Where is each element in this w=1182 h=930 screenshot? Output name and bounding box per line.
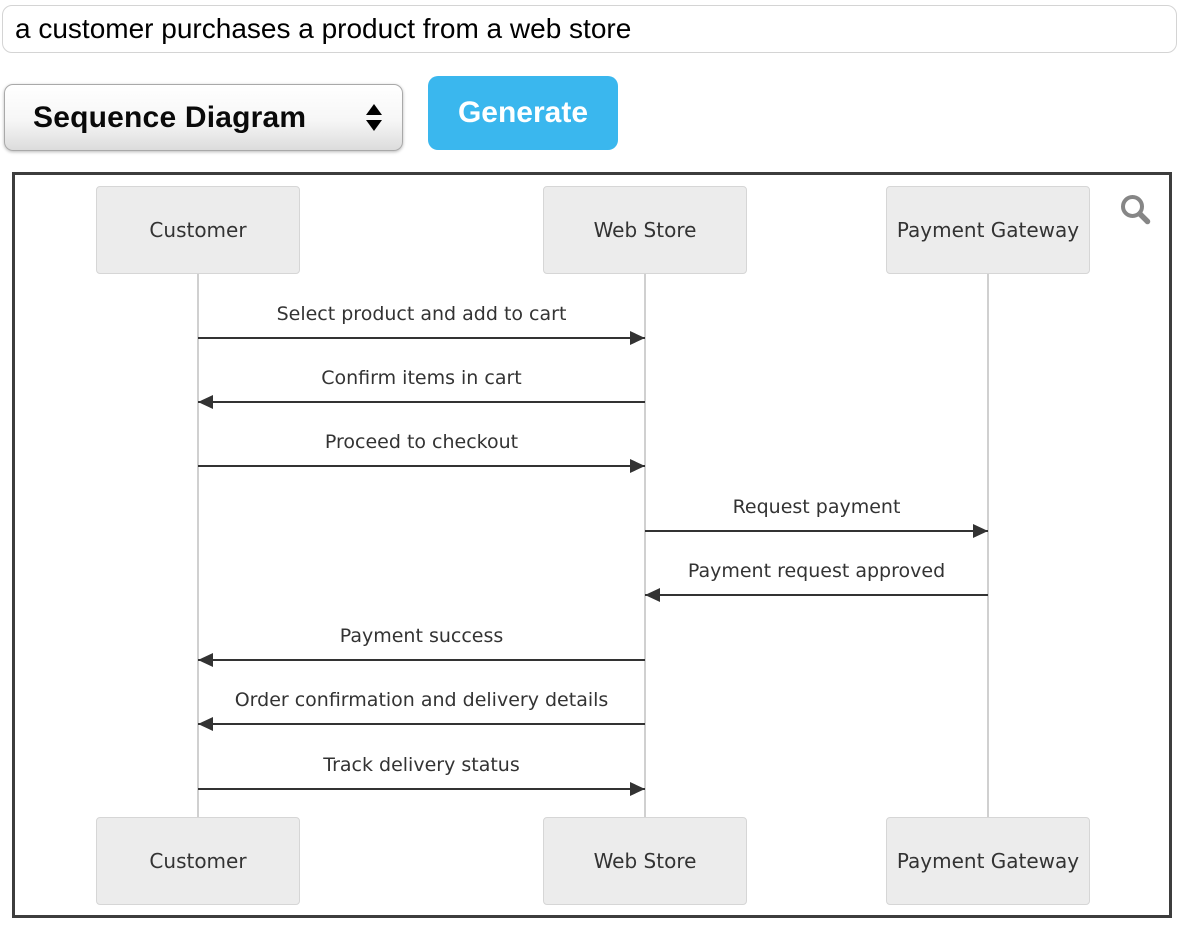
arrowhead-icon bbox=[630, 459, 645, 473]
message-label: Select product and add to cart bbox=[276, 303, 567, 325]
lifeline-payment-gateway bbox=[987, 274, 989, 817]
arrowhead-icon bbox=[973, 524, 988, 538]
lifeline-web-store bbox=[644, 274, 646, 817]
arrow-down-icon bbox=[366, 120, 382, 131]
actor-box-top-web-store: Web Store bbox=[543, 186, 747, 274]
prompt-input[interactable] bbox=[2, 5, 1177, 53]
arrow-up-icon bbox=[366, 104, 382, 115]
message-arrow bbox=[198, 782, 645, 796]
message-arrow bbox=[198, 459, 645, 473]
arrowhead-icon bbox=[630, 331, 645, 345]
actor-box-top-payment-gateway: Payment Gateway bbox=[886, 186, 1090, 274]
message-arrow bbox=[198, 331, 645, 345]
lifeline-customer bbox=[197, 274, 199, 817]
message-label: Order confirmation and delivery details bbox=[234, 689, 609, 711]
message-arrow bbox=[645, 588, 988, 602]
message-label: Payment request approved bbox=[687, 560, 946, 582]
message-arrow bbox=[645, 524, 988, 538]
magnifier-icon[interactable] bbox=[1119, 193, 1153, 227]
message-label: Request payment bbox=[732, 496, 901, 518]
message-arrow bbox=[198, 653, 645, 667]
message-label: Payment success bbox=[339, 625, 504, 647]
arrowhead-icon bbox=[198, 395, 213, 409]
actor-box-top-customer: Customer bbox=[96, 186, 300, 274]
arrowhead-icon bbox=[198, 653, 213, 667]
message-label: Track delivery status bbox=[323, 754, 520, 776]
message-label: Proceed to checkout bbox=[324, 431, 519, 453]
actor-box-bottom-web-store: Web Store bbox=[543, 817, 747, 905]
actor-box-bottom-customer: Customer bbox=[96, 817, 300, 905]
arrowhead-icon bbox=[198, 717, 213, 731]
actor-box-bottom-payment-gateway: Payment Gateway bbox=[886, 817, 1090, 905]
generate-button[interactable]: Generate bbox=[428, 76, 618, 150]
message-arrow bbox=[198, 717, 645, 731]
arrowhead-icon bbox=[630, 782, 645, 796]
arrowhead-icon bbox=[645, 588, 660, 602]
diagram-type-selected-label: Sequence Diagram bbox=[33, 100, 307, 134]
message-label: Confirm items in cart bbox=[321, 367, 522, 389]
message-arrow bbox=[198, 395, 645, 409]
up-down-arrows-icon bbox=[366, 104, 386, 131]
diagram-type-select[interactable]: Sequence Diagram bbox=[4, 84, 403, 151]
